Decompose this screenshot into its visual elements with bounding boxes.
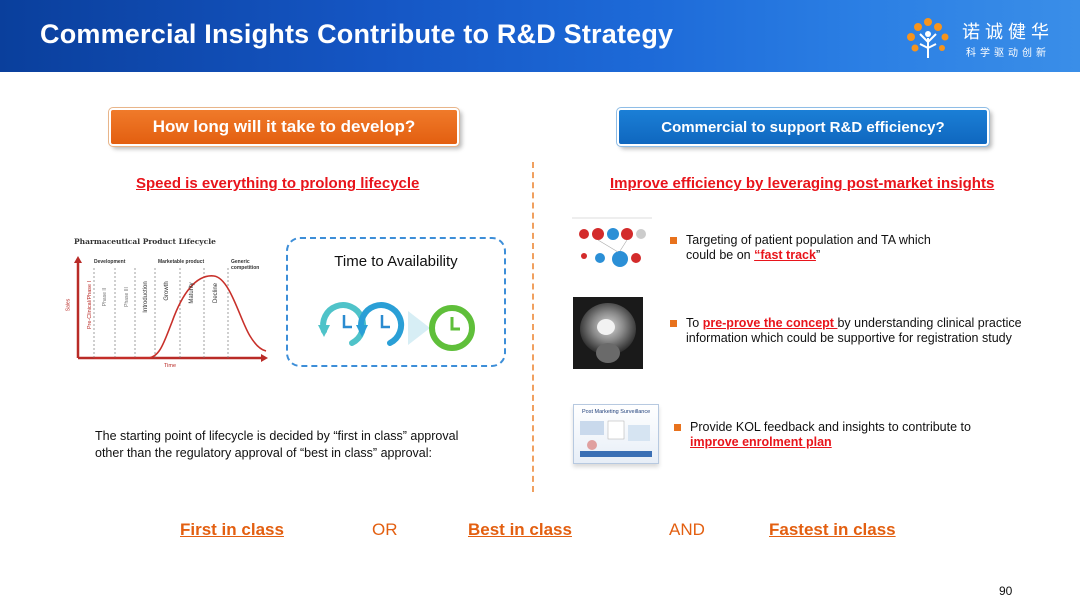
phase-label: Phase III [124, 287, 130, 307]
brain-scan-thumbnail [573, 297, 643, 369]
time-box-title: Time to Availability [334, 253, 458, 270]
stage-development: Development [94, 259, 126, 265]
phase-label: Decline [213, 283, 219, 304]
phase-label: Maturity [189, 282, 195, 304]
phase-label: Pre-Clinical/Phase I [87, 280, 93, 330]
phase-label: Phase II [102, 287, 108, 307]
population-chart-thumbnail [570, 214, 654, 272]
company-logo: 诺诚健华 科学驱动创新 [898, 8, 1068, 64]
bullet-fast-track: Targeting of patient population and TA w… [670, 233, 960, 263]
phase-label: Introduction [143, 281, 149, 313]
lifecycle-paragraph: The starting point of lifecycle is decid… [95, 428, 525, 462]
or-connector: OR [372, 520, 398, 539]
bullet-kol: Provide KOL feedback and insights to con… [674, 420, 1004, 450]
column-divider [532, 162, 534, 492]
logo-tagline: 科学驱动创新 [966, 48, 1050, 59]
enrolment-highlight: improve enrolment plan [690, 435, 832, 449]
page-number: 90 [999, 584, 1013, 598]
bullet-text: ” [815, 248, 821, 262]
logo-chinese-name: 诺诚健华 [962, 22, 1054, 43]
surveillance-graphic [580, 420, 652, 457]
pre-prove-highlight: pre-prove the concept [702, 316, 838, 330]
bullet-text: by understanding clinical practice infor… [686, 316, 1022, 345]
left-subhead: Speed is everything to prolong lifecycle [136, 175, 420, 192]
bullet-square-icon [674, 424, 681, 431]
bullet-square-icon [670, 237, 677, 244]
first-in-class: First in class [180, 520, 284, 539]
post-marketing-thumbnail: Post Marketing Surveillance [573, 404, 659, 464]
page-title: Commercial Insights Contribute to R&D St… [40, 19, 674, 49]
stage-generic: Generic competition [231, 259, 260, 271]
and-connector: AND [669, 520, 705, 539]
time-to-availability-box: Time to Availability [286, 237, 506, 367]
bullet-square-icon [670, 320, 677, 327]
header-bar: Commercial Insights Contribute to R&D St… [0, 0, 1080, 72]
fast-track-highlight: “fast track [754, 248, 816, 262]
lifecycle-diagram: Pharmaceutical Product Lifecycle Develop… [65, 232, 274, 382]
paragraph-line: other than the regulatory approval of “b… [95, 446, 432, 460]
bullet-text: To [686, 316, 703, 330]
y-axis-label: Sales [65, 298, 72, 312]
right-subhead: Improve efficiency by leveraging post-ma… [610, 175, 995, 192]
bullet-pre-prove: To pre-prove the concept by understandin… [670, 316, 1060, 346]
develop-time-pill: How long will it take to develop? [108, 107, 460, 147]
fastest-in-class: Fastest in class [769, 520, 896, 539]
paragraph-line: The starting point of lifecycle is decid… [95, 429, 459, 443]
clock-cycle-icon [318, 302, 475, 351]
bullet-text: Provide KOL feedback and insights to con… [690, 420, 971, 434]
bullet-text: Targeting of patient population and TA w… [686, 233, 931, 262]
rd-efficiency-pill: Commercial to support R&D efficiency? [616, 107, 990, 147]
x-axis-label: Time [164, 363, 177, 369]
logo-mark-icon [907, 18, 949, 58]
stage-marketable: Marketable product [158, 259, 205, 265]
lifecycle-title: Pharmaceutical Product Lifecycle [74, 237, 216, 246]
lifecycle-graphic [74, 256, 268, 362]
phase-label: Growth [164, 281, 170, 301]
best-in-class: Best in class [468, 520, 572, 539]
thumb-label: Post Marketing Surveillance [582, 409, 651, 415]
